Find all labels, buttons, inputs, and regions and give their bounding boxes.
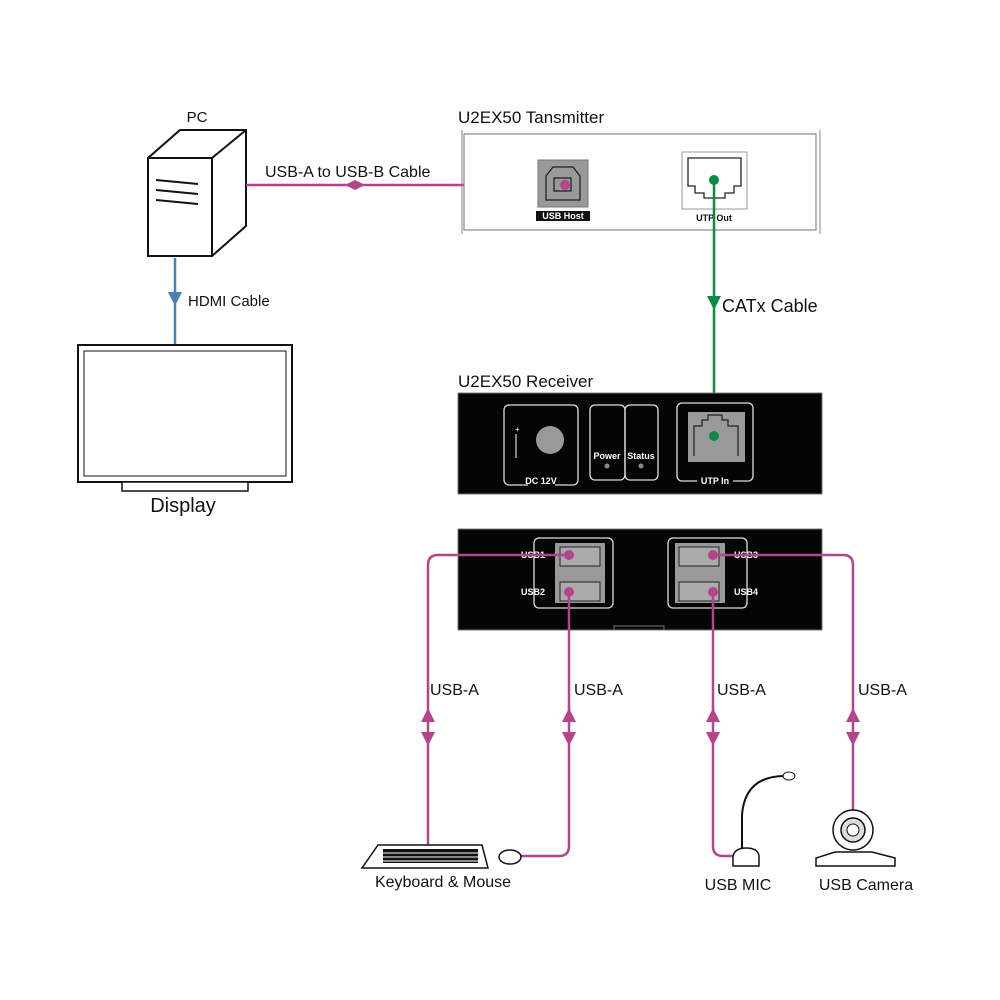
power-label: Power: [593, 451, 621, 461]
status-led: [638, 463, 644, 469]
usb-camera-label: USB Camera: [819, 877, 913, 894]
keyboard-mouse-label: Keyboard & Mouse: [375, 874, 511, 891]
usb-mic-label: USB MIC: [705, 877, 772, 894]
receiver-front-panel: + DC 12V Power Status UTP In: [457, 392, 823, 495]
mouse-icon: [498, 849, 522, 865]
pc-tower-icon: [147, 129, 247, 257]
usb-a-label-4: USB-A: [858, 682, 907, 699]
receiver-back-panel: USB1 USB2 USB3 USB4: [457, 528, 823, 631]
usb-host-label: USB Host: [542, 211, 584, 221]
power-led: [604, 463, 610, 469]
usb-a-label-2: USB-A: [574, 682, 623, 699]
pc-label: PC: [187, 109, 208, 126]
usb4-label: USB4: [734, 587, 758, 597]
hdmi-cable-label: HDMI Cable: [188, 293, 270, 310]
usb-a-label-1: USB-A: [430, 682, 479, 699]
bidirectional-arrow-icons: [421, 708, 860, 746]
usb-mic-icon: [732, 771, 796, 867]
transmitter-device: USB Host UTP Out: [461, 130, 821, 234]
usb-camera-icon: [815, 809, 896, 867]
usb2-label: USB2: [521, 587, 545, 597]
keyboard-icon: [360, 844, 489, 869]
arrow-down-icon: [707, 296, 721, 310]
usb-a-cables: [426, 553, 855, 858]
display-label: Display: [150, 495, 216, 517]
utp-in-label: UTP In: [701, 476, 729, 486]
status-label: Status: [627, 451, 655, 461]
usb4-port[interactable]: [678, 581, 720, 602]
dc-power-jack[interactable]: [536, 426, 564, 454]
display-monitor-icon: [77, 344, 293, 492]
dc-label: DC 12V: [525, 476, 557, 486]
catx-cable-label: CATx Cable: [722, 296, 818, 316]
usb-ab-cable-label: USB-A to USB-B Cable: [265, 164, 431, 181]
transmitter-title: U2EX50 Tansmitter: [458, 108, 604, 127]
usb3-port[interactable]: [678, 546, 720, 567]
usb-a-label-3: USB-A: [717, 682, 766, 699]
svg-text:+: +: [515, 425, 520, 434]
receiver-title: U2EX50 Receiver: [458, 372, 593, 391]
bidirectional-arrow-icon: [345, 180, 365, 190]
arrow-down-icon: [168, 292, 182, 306]
